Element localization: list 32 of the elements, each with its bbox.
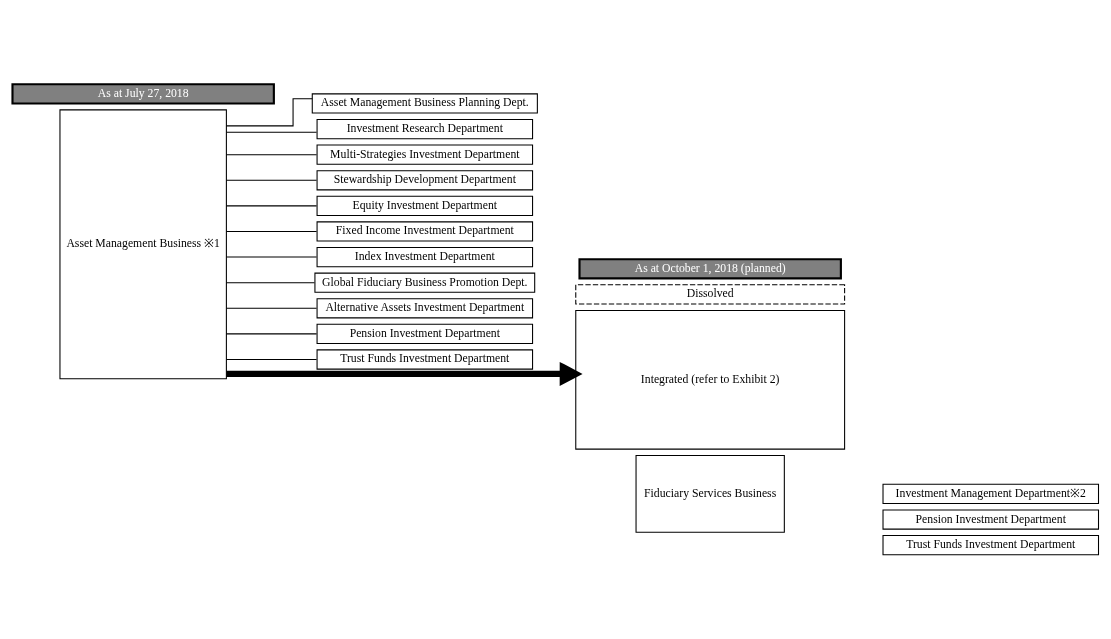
node-box: Multi-Strategies Investment Department	[316, 144, 534, 165]
connector	[226, 307, 318, 309]
arrow	[226, 361, 583, 386]
connector	[226, 179, 318, 181]
node-box: Asset Management Business Planning Dept.	[311, 93, 538, 114]
node-box: Trust Funds Investment Department	[882, 535, 1100, 556]
connector	[226, 358, 318, 361]
node-box: Investment Research Department	[316, 118, 534, 140]
node-box: As at July 27, 2018	[11, 83, 275, 105]
node-box: Alternative Assets Investment Department	[316, 298, 534, 319]
node-box: Equity Investment Department	[316, 195, 534, 217]
node-box: Index Investment Department	[316, 246, 534, 268]
node-box: Asset Management Business ※1	[59, 109, 227, 380]
node-box: Fixed Income Investment Department	[316, 221, 534, 242]
connector	[226, 230, 318, 233]
node-box: Global Fiduciary Business Promotion Dept.	[314, 272, 536, 293]
node-box: Investment Management Department※2	[882, 483, 1100, 505]
connector	[226, 131, 318, 133]
node-box: Trust Funds Investment Department	[316, 349, 534, 370]
node-box: Fiduciary Services Business	[635, 455, 785, 533]
connector	[225, 98, 313, 127]
node-box: Stewardship Development Department	[316, 170, 534, 191]
node-box: Integrated (refer to Exhibit 2)	[575, 309, 846, 450]
connector	[226, 333, 318, 335]
connector	[226, 256, 318, 258]
node-box: Pension Investment Department	[316, 323, 534, 345]
connector	[226, 205, 318, 207]
node-box: Dissolved	[575, 284, 846, 305]
node-box: Pension Investment Department	[882, 509, 1100, 530]
node-box: As at October 1, 2018 (planned)	[578, 258, 842, 280]
connector	[226, 282, 316, 284]
connector	[226, 154, 318, 156]
